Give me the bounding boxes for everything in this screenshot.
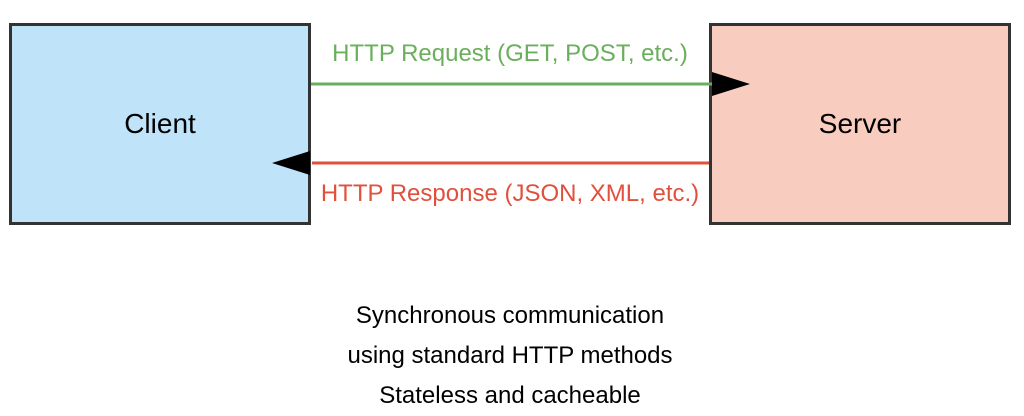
- response-arrowhead: [272, 151, 310, 175]
- notes: Synchronous communication using standard…: [260, 296, 760, 416]
- client-label: Client: [124, 108, 196, 139]
- request-label: HTTP Request (GET, POST, etc.): [332, 40, 688, 67]
- client-box: Client: [9, 23, 311, 225]
- request-arrowhead: [712, 72, 750, 96]
- server-label: Server: [818, 108, 902, 139]
- note-line: Synchronous communication: [355, 302, 665, 329]
- response-label: HTTP Response (JSON, XML, etc.): [320, 180, 700, 207]
- server-box: Server: [709, 23, 1011, 225]
- note-line: using standard HTTP methods: [347, 342, 673, 369]
- note-line: Stateless and cacheable: [379, 382, 641, 409]
